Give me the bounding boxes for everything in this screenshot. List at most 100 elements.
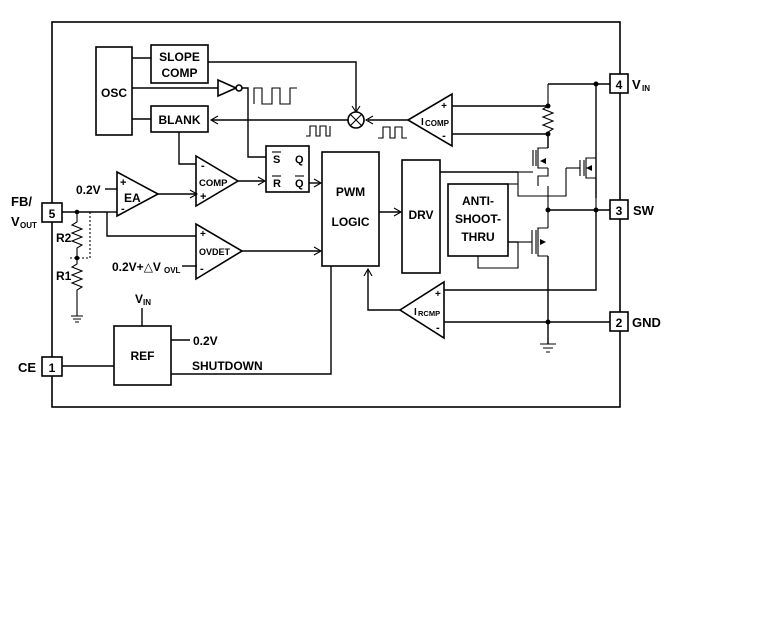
pin-1: [41, 356, 63, 377]
inverter-symbol: [217, 78, 238, 98]
pin-4: [609, 73, 629, 94]
pin-1-label: CE: [18, 360, 36, 375]
drv-block: [401, 159, 441, 274]
ea-amplifier: [116, 170, 160, 218]
blank-block: [150, 105, 209, 133]
arrowhead: [363, 267, 373, 277]
resistor-r1: [70, 258, 84, 316]
anti-shoot-thru-block: [447, 183, 509, 257]
pin-5-label-2: V: [11, 214, 20, 229]
ea-ref-voltage: 0.2V: [76, 183, 101, 197]
osc-label: OSC: [101, 86, 127, 100]
power-pmos: [566, 157, 596, 179]
clock-waveform: [253, 87, 297, 105]
r1-label: R1: [56, 269, 72, 283]
comp-minus: -: [201, 160, 205, 172]
ircmp-plus: +: [435, 289, 441, 300]
icomp-amplifier: [406, 92, 453, 148]
r2-label: R2: [56, 231, 72, 245]
anti-label-1: ANTI-: [462, 194, 494, 208]
node-dot: [74, 209, 80, 215]
multiplier-cross: [350, 114, 362, 126]
wire-divider-dashed: [70, 212, 91, 259]
shutdown-label: SHUTDOWN: [192, 359, 263, 373]
ovdet-amplifier: [195, 222, 244, 281]
ovdet-ref-sub: OVL: [164, 266, 181, 275]
pwm-label-2: LOGIC: [332, 215, 370, 229]
icomp-minus: -: [442, 130, 446, 142]
pin-5-label-1: FB/: [11, 194, 32, 209]
arrowhead: [189, 189, 199, 199]
sense-mosfet: [518, 147, 549, 186]
anti-label-3: THRU: [461, 230, 494, 244]
arrowhead: [257, 176, 267, 186]
slope-comp-label-2: COMP: [162, 66, 198, 80]
pwm-logic-block: [321, 151, 380, 267]
wire-slope-multiplier: [208, 61, 357, 112]
pin-4-label-sub: IN: [642, 84, 650, 93]
anti-label-2: SHOOT-: [455, 212, 501, 226]
ircmp-amplifier: [398, 280, 445, 340]
node-dot: [545, 103, 551, 109]
pin-4-label: V: [632, 77, 641, 92]
ovdet-label: OVDET: [199, 247, 231, 257]
slope-comp-block: [150, 44, 209, 84]
pin-5-label-sub: OUT: [20, 221, 37, 230]
latch-r: R: [273, 178, 281, 190]
current-waveform: [378, 126, 407, 139]
ref-vin-sub: IN: [143, 298, 151, 307]
wire-shutdown: [171, 266, 332, 375]
arrowhead: [313, 178, 323, 188]
power-nmos: [518, 227, 548, 257]
pin-2: [609, 311, 629, 332]
ref-label: REF: [131, 349, 155, 363]
pin-1-number: 1: [49, 361, 56, 375]
sr-latch: [265, 145, 310, 193]
latch-s: S: [273, 154, 280, 166]
arrowhead: [209, 115, 219, 125]
ground-symbol: [71, 315, 83, 323]
icomp-i: I: [421, 117, 424, 128]
ground-symbol: [540, 343, 556, 353]
pin-2-label: GND: [632, 315, 661, 330]
ramp-waveform: [306, 125, 331, 137]
pin-4-number: 4: [616, 78, 623, 92]
latch-q: Q: [295, 154, 304, 166]
pin-5: [41, 202, 63, 223]
node-dot: [593, 81, 599, 87]
wire-ircmp-sw: [444, 210, 597, 291]
ea-label: EA: [124, 191, 141, 205]
inverter-bubble: [235, 84, 243, 92]
ref-output-voltage: 0.2V: [193, 334, 218, 348]
ovdet-minus: -: [200, 263, 204, 275]
ea-minus: -: [121, 203, 125, 215]
wire-blank-comp: [178, 132, 197, 165]
comp-label: COMP: [199, 178, 228, 189]
arrowhead: [364, 115, 374, 125]
comp-amplifier: [195, 154, 240, 208]
pin-3-number: 3: [616, 204, 623, 218]
wire-inverter-latch: [242, 87, 266, 158]
blank-label: BLANK: [159, 113, 201, 127]
pin-5-number: 5: [49, 207, 56, 221]
comp-plus: +: [200, 191, 206, 203]
pin-3: [609, 199, 629, 220]
ircmp-minus: -: [436, 322, 440, 334]
icomp-plus: +: [441, 101, 447, 112]
sense-resistor: [541, 84, 555, 140]
ref-vin-label: V: [135, 292, 143, 306]
pin-2-number: 2: [616, 316, 623, 330]
wire-anti-loop: [477, 242, 519, 269]
resistor-r2: [70, 212, 84, 258]
ircmp-i: I: [414, 307, 417, 318]
node-dot: [74, 255, 80, 261]
wire-ircmp-pwm: [367, 270, 400, 311]
drv-label: DRV: [408, 208, 433, 222]
slope-comp-label-1: SLOPE: [159, 50, 200, 64]
osc-block: [95, 46, 133, 136]
ircmp-label: RCMP: [418, 309, 440, 318]
latch-qbar: Q: [295, 178, 304, 190]
ovdet-plus: +: [200, 229, 206, 240]
icomp-label: COMP: [425, 119, 450, 128]
